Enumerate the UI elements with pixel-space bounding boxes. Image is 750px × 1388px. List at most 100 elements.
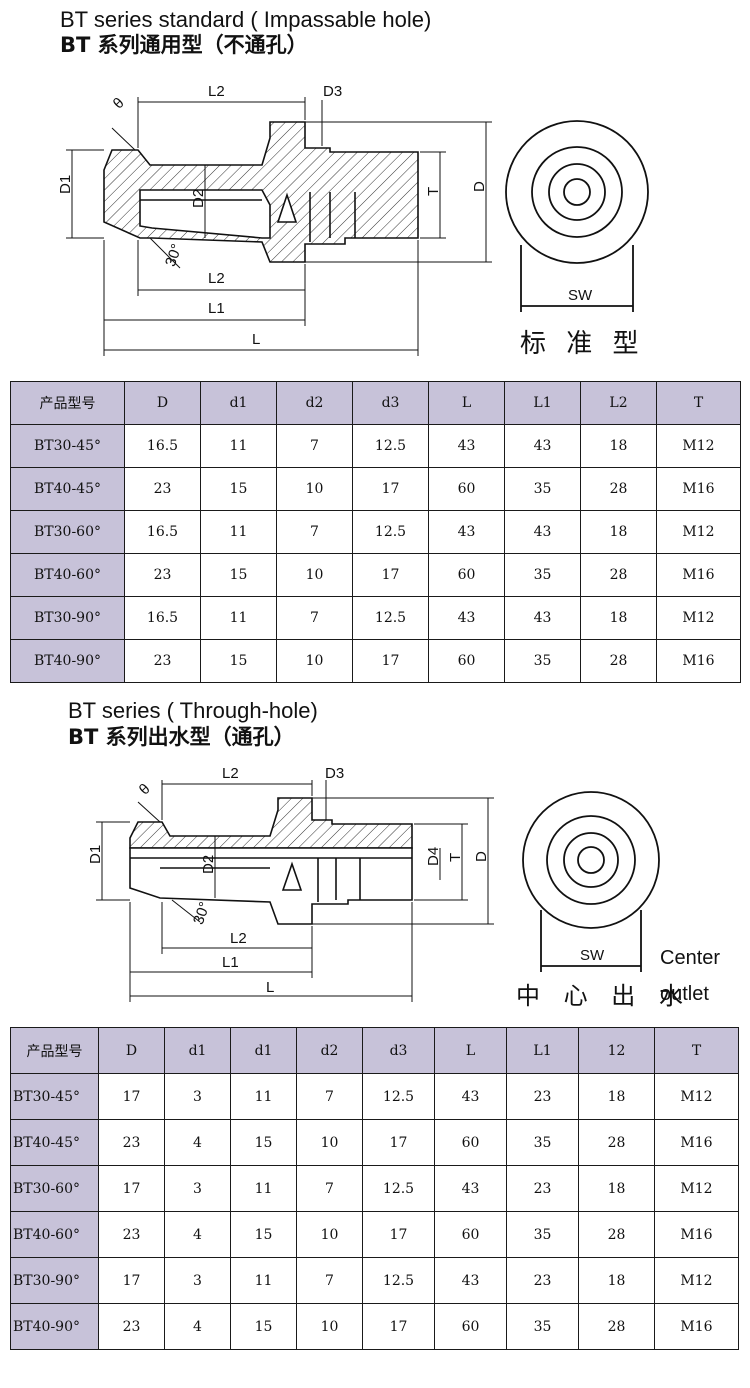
model-cell: BT30-60°	[10, 510, 125, 554]
header-cell: D	[124, 381, 201, 425]
section1-title-cn: BT 系列通用型（不通孔）	[60, 33, 308, 57]
table-cell: 23	[98, 1211, 165, 1258]
table-header-row: 产品型号 D d1 d1 d2 d3 L L1 12 T	[10, 1027, 739, 1074]
l-label: L	[252, 331, 260, 348]
model-cell: BT30-90°	[10, 1257, 99, 1304]
table-cell: 7	[296, 1165, 363, 1212]
table-row: BT30-60° 16.5 11 7 12.5 43 43 18 M12	[10, 510, 741, 554]
l2-bottom-label: L2	[208, 270, 225, 287]
table-cell: 17	[362, 1211, 435, 1258]
sw-label: SW	[568, 287, 593, 304]
l1-label: L1	[208, 300, 225, 317]
header-cell: L	[434, 1027, 507, 1074]
table-cell: 23	[124, 553, 201, 597]
table-cell: 10	[276, 553, 353, 597]
table-cell: M16	[654, 1303, 739, 1350]
model-cell: BT40-45°	[10, 1119, 99, 1166]
table-row: BT30-45° 16.5 11 7 12.5 43 43 18 M12	[10, 424, 741, 468]
table-cell: 17	[98, 1165, 165, 1212]
table-row: BT30-90° 17 3 11 7 12.5 43 23 18 M12	[10, 1257, 739, 1304]
model-cell: BT30-90°	[10, 596, 125, 640]
section1-spec-table: 产品型号 D d1 d2 d3 L L1 L2 T BT30-45° 16.5 …	[10, 381, 741, 683]
l2-top-label: L2	[222, 765, 239, 782]
table-cell: 43	[428, 424, 505, 468]
table-cell: M16	[656, 639, 741, 683]
table-cell: 43	[434, 1073, 507, 1120]
table-cell: 43	[504, 510, 581, 554]
table-cell: M16	[654, 1119, 739, 1166]
header-cell: 12	[578, 1027, 655, 1074]
table-cell: 15	[200, 639, 277, 683]
table-cell: 7	[296, 1257, 363, 1304]
header-cell: d1	[164, 1027, 231, 1074]
model-cell: BT40-90°	[10, 1303, 99, 1350]
section2-dimension-lines	[96, 780, 494, 1002]
section1-drawing: θ L2 D3 D1 D2 T D 30° L2 L1 L SW 标 准 型	[57, 83, 649, 359]
table-cell: 10	[296, 1303, 363, 1350]
model-cell: BT40-45°	[10, 467, 125, 511]
table-cell: 43	[434, 1165, 507, 1212]
table-row: BT40-45° 23 4 15 10 17 60 35 28 M16	[10, 1119, 739, 1166]
header-cell: d2	[296, 1027, 363, 1074]
table-header-row: 产品型号 D d1 d2 d3 L L1 L2 T	[10, 381, 741, 425]
header-cell: L2	[580, 381, 657, 425]
model-cell: BT40-60°	[10, 1211, 99, 1258]
table-cell: 4	[164, 1119, 231, 1166]
header-cell: T	[654, 1027, 739, 1074]
table-cell: 4	[164, 1303, 231, 1350]
table-cell: M12	[656, 424, 741, 468]
table-cell: 35	[504, 553, 581, 597]
table-cell: 3	[164, 1073, 231, 1120]
d3-label: D3	[323, 83, 342, 100]
model-cell: BT30-45°	[10, 424, 125, 468]
table-cell: 12.5	[362, 1073, 435, 1120]
section2-title-en: BT series ( Through-hole)	[68, 698, 318, 723]
table-cell: 60	[428, 553, 505, 597]
table-row: BT40-60° 23 4 15 10 17 60 35 28 M16	[10, 1211, 739, 1258]
through-hole-stud-side-view	[129, 797, 413, 925]
table-cell: 17	[98, 1257, 165, 1304]
table-cell: 7	[276, 596, 353, 640]
table-cell: 43	[504, 596, 581, 640]
table-cell: 11	[200, 510, 277, 554]
l1-label: L1	[222, 954, 239, 971]
table-cell: 12.5	[362, 1165, 435, 1212]
table-cell: 4	[164, 1211, 231, 1258]
header-cell: d3	[362, 1027, 435, 1074]
header-cell: d3	[352, 381, 429, 425]
header-cell: d1	[230, 1027, 297, 1074]
table-cell: M16	[656, 467, 741, 511]
table-cell: 15	[230, 1303, 297, 1350]
table-cell: 12.5	[362, 1257, 435, 1304]
table-row: BT40-90° 23 15 10 17 60 35 28 M16	[10, 639, 741, 683]
table-cell: 10	[296, 1119, 363, 1166]
table-cell: 11	[230, 1165, 297, 1212]
table-row: BT30-45° 17 3 11 7 12.5 43 23 18 M12	[10, 1073, 739, 1120]
through-hole-stud-end-view	[522, 791, 660, 972]
table-cell: 11	[200, 596, 277, 640]
theta-label: θ	[110, 95, 128, 113]
table-cell: 28	[578, 1303, 655, 1350]
table-cell: M16	[654, 1211, 739, 1258]
table-cell: 43	[428, 596, 505, 640]
table-cell: 28	[580, 639, 657, 683]
pull-stud-side-view	[103, 121, 419, 263]
table-cell: M12	[654, 1257, 739, 1304]
table-cell: 16.5	[124, 596, 201, 640]
table-cell: 15	[200, 467, 277, 511]
d1-label: D1	[57, 175, 74, 194]
center-outlet-note-line2: outlet	[660, 983, 709, 1005]
header-cell: 产品型号	[10, 381, 125, 425]
pull-stud-end-view	[505, 120, 649, 312]
table-cell: M16	[656, 553, 741, 597]
header-cell: d1	[200, 381, 277, 425]
l2-top-label: L2	[208, 83, 225, 100]
table-cell: 7	[276, 510, 353, 554]
table-cell: 35	[504, 467, 581, 511]
header-cell: D	[98, 1027, 165, 1074]
d4-label: D4	[425, 847, 442, 866]
table-cell: 60	[434, 1119, 507, 1166]
d3-label: D3	[325, 765, 344, 782]
table-cell: 16.5	[124, 510, 201, 554]
header-cell: T	[656, 381, 741, 425]
